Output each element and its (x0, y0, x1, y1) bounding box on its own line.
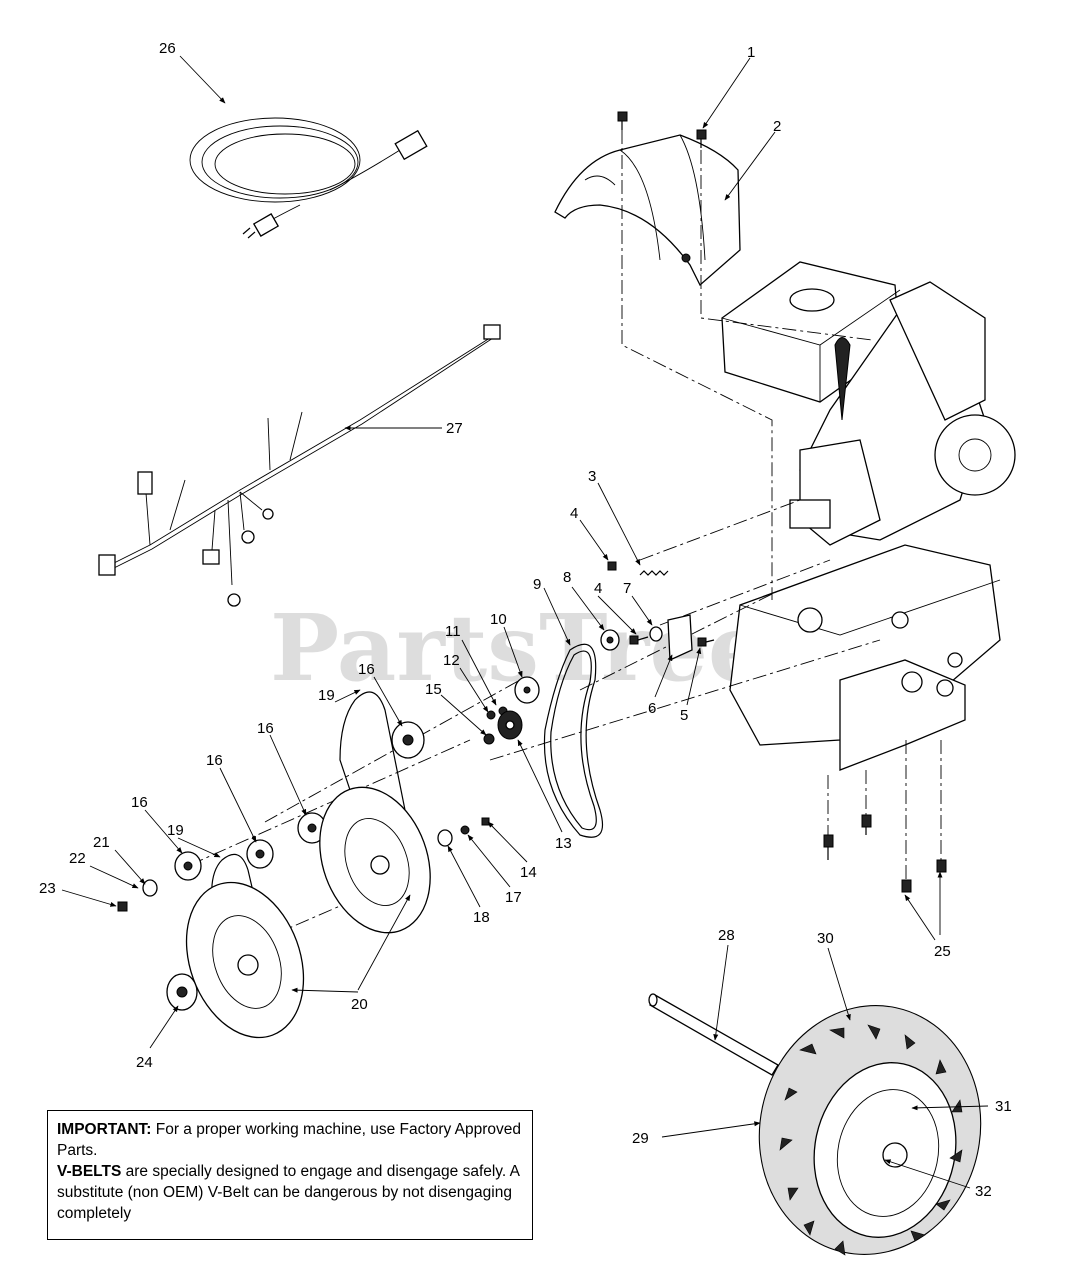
callout-30: 30 (817, 930, 834, 947)
callout-5: 5 (680, 707, 688, 724)
callout-13: 13 (555, 835, 572, 852)
callout-31: 31 (995, 1098, 1012, 1115)
callout-28: 28 (718, 927, 735, 944)
callout-12: 12 (443, 652, 460, 669)
callout-1: 1 (747, 44, 755, 61)
callout-leaders (61, 55, 989, 1189)
callout-8: 8 (563, 569, 571, 586)
callout-7: 7 (623, 580, 631, 597)
callout-15: 15 (425, 681, 442, 698)
callout-3: 3 (588, 468, 596, 485)
callout-4a: 4 (570, 505, 578, 522)
bolt-part (823, 814, 947, 893)
callout-23: 23 (39, 880, 56, 897)
spring-part (639, 570, 669, 576)
power-cord-part (189, 117, 428, 239)
callout-32: 32 (975, 1183, 992, 1200)
callout-2: 2 (773, 118, 781, 135)
callout-20: 20 (351, 996, 368, 1013)
callout-18: 18 (473, 909, 490, 926)
callout-29: 29 (632, 1130, 649, 1147)
vbelts-label: V-BELTS (57, 1163, 122, 1180)
assembly-center-lines (189, 130, 942, 946)
callout-16d: 16 (131, 794, 148, 811)
hardware-parts (117, 561, 715, 1011)
vbelts-text: are specially designed to engage and dis… (57, 1163, 520, 1222)
callout-21: 21 (93, 834, 110, 851)
callout-19b: 19 (167, 822, 184, 839)
important-notice-box: IMPORTANT: For a proper working machine,… (47, 1110, 533, 1240)
callout-11: 11 (445, 623, 461, 640)
callout-17: 17 (505, 889, 522, 906)
belt-cover-part (554, 134, 741, 287)
callout-25: 25 (934, 943, 951, 960)
callout-22: 22 (69, 850, 86, 867)
important-label: IMPORTANT: (57, 1121, 152, 1138)
frame-plate-part (729, 544, 1001, 771)
v-belt-part (543, 643, 604, 838)
engine-part (721, 261, 1016, 546)
wiring-harness-part (98, 324, 501, 607)
callout-10: 10 (490, 611, 507, 628)
pulley-part (185, 786, 431, 1039)
callout-24: 24 (136, 1054, 153, 1071)
callout-6: 6 (648, 700, 656, 717)
callout-14: 14 (520, 864, 537, 881)
callout-26: 26 (159, 40, 176, 57)
callout-4b: 4 (594, 580, 602, 597)
screw-part (617, 111, 707, 148)
callout-labels: 1 2 3 4 4 5 6 7 8 9 10 11 12 13 14 15 16… (39, 40, 1012, 1200)
callout-9: 9 (533, 576, 541, 593)
wheel-tire-part (758, 1005, 982, 1256)
callout-16c: 16 (206, 752, 223, 769)
important-text: For a proper working machine, use Factor… (57, 1121, 522, 1159)
axle-part (648, 993, 779, 1076)
callout-16b: 16 (257, 720, 274, 737)
callout-19a: 19 (318, 687, 335, 704)
callout-16a: 16 (358, 661, 375, 678)
callout-27: 27 (446, 420, 463, 437)
